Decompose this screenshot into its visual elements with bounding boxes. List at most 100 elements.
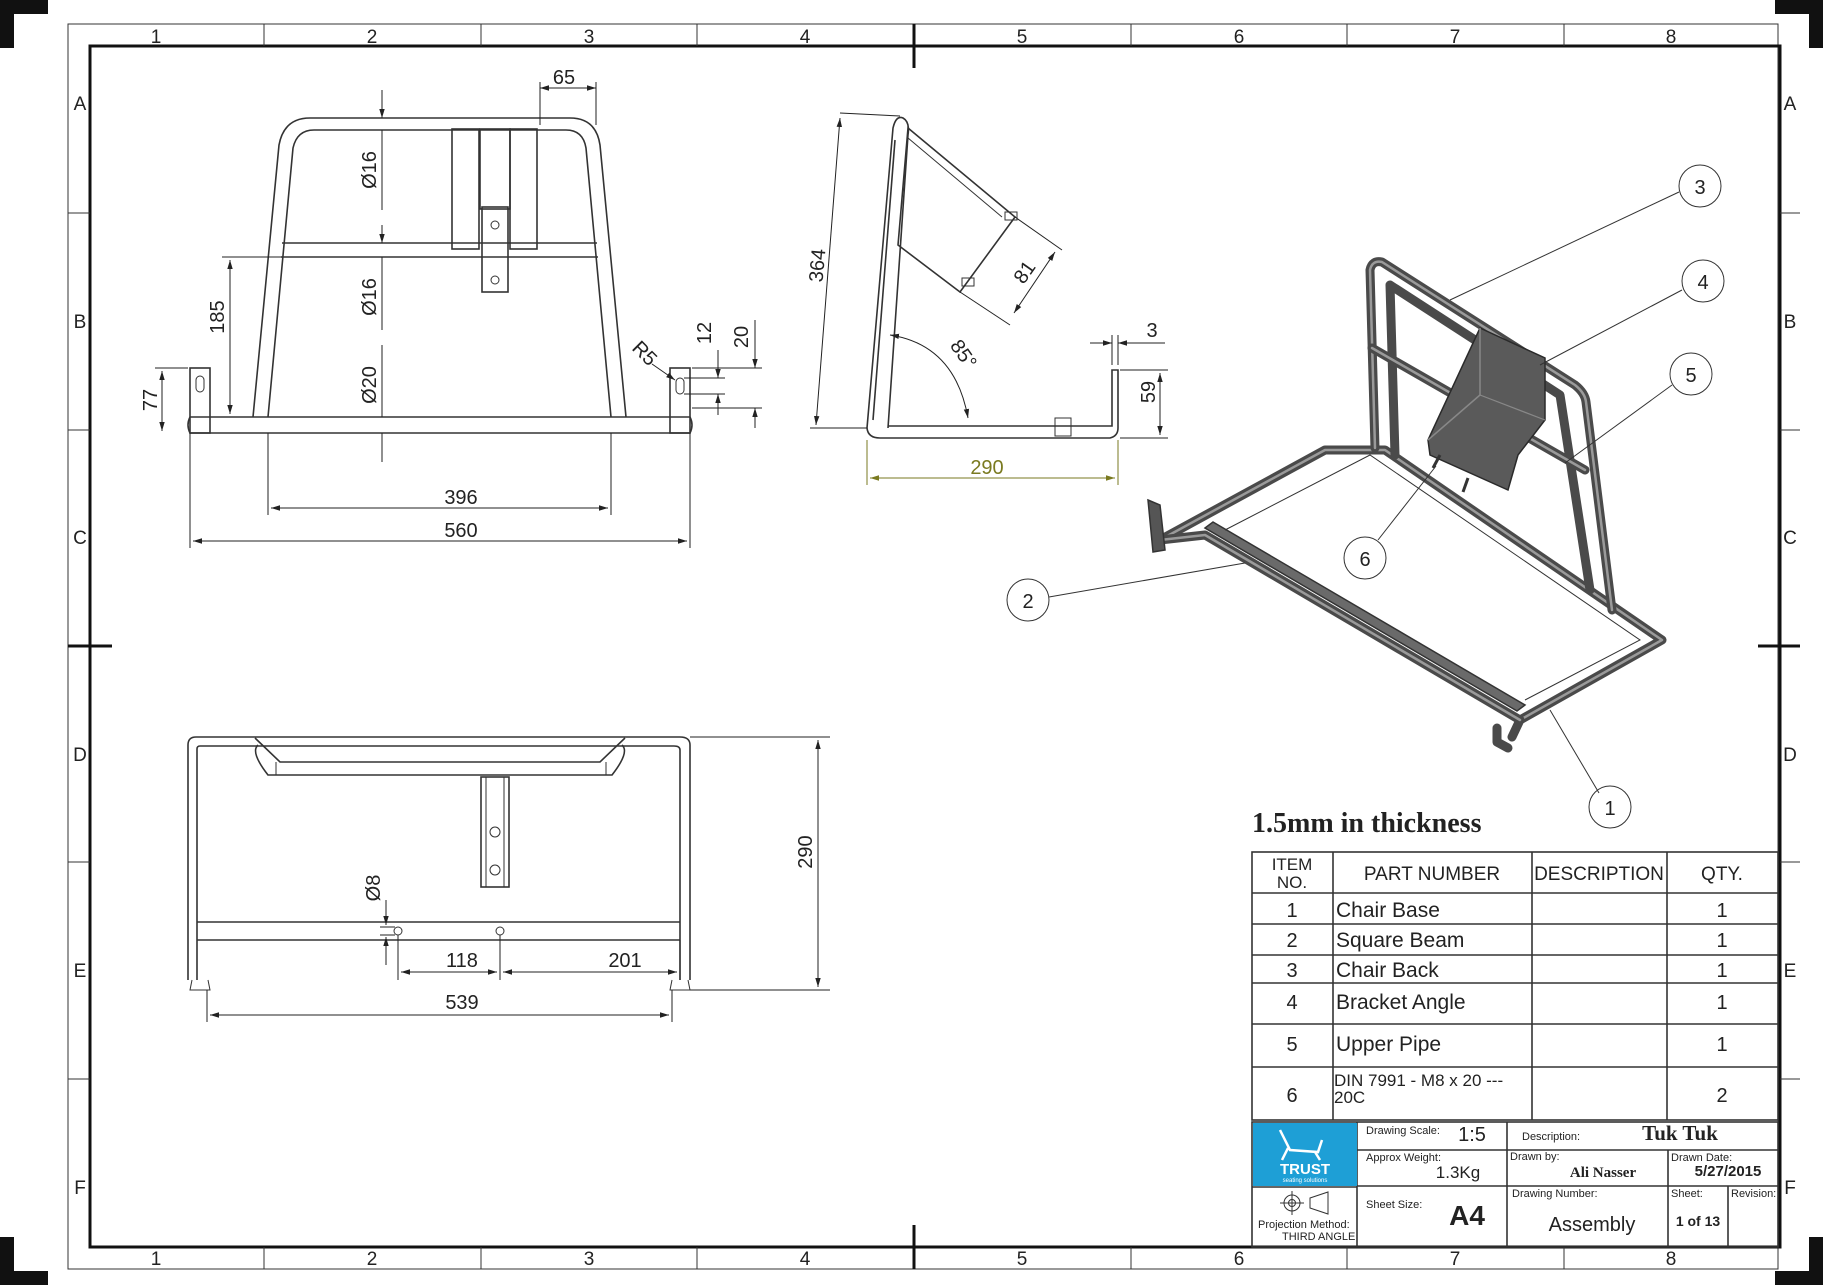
row-label: B	[1784, 312, 1797, 333]
projection-label: Projection Method:	[1258, 1219, 1350, 1231]
iso-bolt	[1431, 454, 1442, 469]
description-value: Tuk Tuk	[1642, 1121, 1718, 1145]
side-beam	[1054, 417, 1072, 437]
bom-part: Bracket Angle	[1336, 991, 1466, 1014]
right-bracket	[669, 367, 691, 434]
zone-dividers	[68, 24, 1800, 1269]
bom-item: 6	[1286, 1085, 1297, 1107]
drawn-date-label: Drawn Date:	[1671, 1152, 1732, 1164]
drawing-number-value: Assembly	[1549, 1214, 1636, 1236]
top-back-pipe-inner	[254, 744, 626, 776]
right-slot	[675, 377, 685, 395]
weight-value: 1.3Kg	[1436, 1163, 1480, 1182]
iso-base	[1155, 445, 1667, 742]
column-labels-bottom: 1 2 3 4 5 6 7 8	[151, 1249, 1677, 1270]
dim-59: 59	[1138, 381, 1160, 403]
row-label: C	[1783, 528, 1797, 549]
isometric-view: 3 4 5 6 2 1	[1006, 164, 1725, 829]
bolt-hole	[490, 220, 500, 230]
third-angle-projection-icon	[1280, 1191, 1329, 1215]
bom-part: Chair Back	[1336, 959, 1439, 982]
iso-square-beam	[1203, 521, 1527, 712]
side-back-outer	[866, 116, 910, 429]
bom-qty: 1	[1716, 900, 1727, 922]
dim-65: 65	[553, 67, 575, 89]
iso-tab	[1147, 498, 1166, 553]
col-label: 5	[1017, 27, 1028, 48]
dim-r5: R5	[627, 337, 661, 371]
col-label: 4	[800, 1249, 811, 1270]
scale-label: Drawing Scale:	[1366, 1125, 1440, 1137]
bom-qty: 2	[1716, 1085, 1727, 1107]
col-label: 8	[1666, 27, 1677, 48]
dim-290-side: 290	[970, 457, 1003, 479]
col-label: 8	[1666, 1249, 1677, 1270]
thickness-note: 1.5mm in thickness	[1252, 808, 1482, 839]
title-block: TRUST seating solutions Projection Metho…	[1251, 1121, 1779, 1248]
bom-part: DIN 7991 - M8 x 20 --- 20C	[1334, 1072, 1504, 1107]
center-marks	[68, 24, 1800, 1269]
dim-85deg: 85°	[945, 336, 980, 373]
dim-dia16-mid: Ø16	[359, 278, 381, 316]
dim-12: 12	[694, 322, 716, 344]
drawn-by-value: Ali Nasser	[1570, 1165, 1637, 1181]
scale-value: 1:5	[1458, 1124, 1486, 1146]
top-bracket	[480, 776, 510, 888]
bom-qty: 1	[1716, 992, 1727, 1014]
iso-leg	[1492, 723, 1513, 753]
bom-part: Upper Pipe	[1336, 1033, 1441, 1056]
bracket-center	[479, 128, 511, 210]
col-label: 1	[151, 27, 162, 48]
front-frame-outer	[252, 117, 627, 418]
row-label: B	[74, 312, 87, 333]
balloon-5: 5	[1685, 365, 1696, 387]
row-label: F	[1784, 1178, 1796, 1199]
iso-bolt	[1461, 477, 1470, 493]
col-label: 6	[1234, 27, 1245, 48]
bom-qty: 1	[1716, 930, 1727, 952]
col-label: 7	[1450, 27, 1461, 48]
bolt-hole	[490, 275, 500, 285]
drawn-by-label: Drawn by:	[1510, 1151, 1560, 1163]
front-view: 65 Ø16 Ø16 Ø20 185 77 R5 12 20 396	[140, 67, 762, 548]
top-frame-inner	[196, 745, 681, 980]
dim-201: 201	[608, 950, 641, 972]
logo-subtext: seating solutions	[1283, 1178, 1328, 1184]
left-slot	[195, 375, 205, 393]
bom-part: Chair Base	[1336, 899, 1440, 922]
balloon-6: 6	[1359, 549, 1370, 571]
top-view: 290 Ø8 118 201 539	[187, 736, 830, 1022]
dim-185: 185	[207, 300, 229, 333]
drawing-number-label: Drawing Number:	[1512, 1188, 1598, 1200]
chair-logo-icon	[1278, 1129, 1324, 1161]
balloon-3: 3	[1694, 177, 1705, 199]
side-bolt	[1004, 211, 1018, 221]
bom-item: 3	[1286, 960, 1297, 982]
front-frame-inner	[267, 129, 612, 418]
bom-item: 4	[1286, 992, 1297, 1014]
dim-3: 3	[1146, 320, 1157, 342]
sheet-value: 1 of 13	[1676, 1213, 1721, 1229]
iso-floor-edge	[1224, 454, 1641, 701]
bom-qty: 1	[1716, 1034, 1727, 1056]
row-labels-right: A B C D E F	[1783, 94, 1797, 1199]
bom-header-item: ITEM	[1272, 855, 1313, 874]
side-view: 364 81 85° 3 59 290	[806, 112, 1168, 485]
bracket-plate-right	[509, 128, 538, 250]
dim-118: 118	[446, 950, 478, 972]
row-label: C	[73, 528, 87, 549]
row-label: E	[1784, 961, 1797, 982]
row-label: E	[74, 961, 87, 982]
bom-part: Square Beam	[1336, 929, 1464, 952]
balloon-1: 1	[1604, 798, 1615, 820]
row-label: F	[74, 1178, 86, 1199]
iso-base-front	[1155, 530, 1525, 725]
side-bracket-edge	[907, 137, 1003, 218]
dim-dia20: Ø20	[359, 366, 381, 404]
top-frame	[187, 736, 691, 980]
col-label: 2	[367, 27, 378, 48]
balloon-2: 2	[1022, 591, 1033, 613]
row-labels-left: A B C D E F	[73, 94, 87, 1199]
drawn-date-value: 5/27/2015	[1695, 1163, 1762, 1180]
bom-qty: 1	[1716, 960, 1727, 982]
